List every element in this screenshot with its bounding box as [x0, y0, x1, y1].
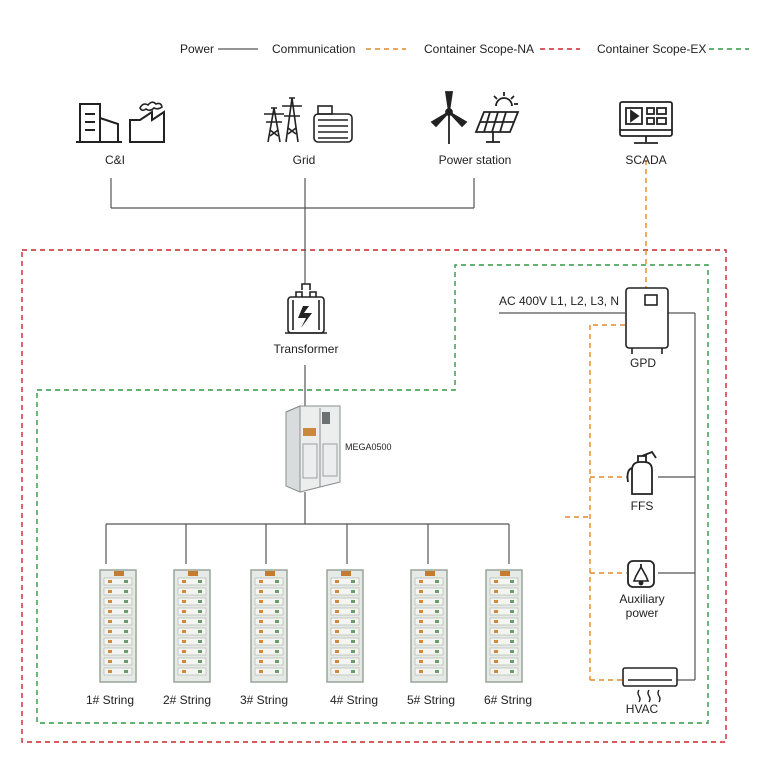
grid-icon: [264, 97, 353, 143]
container-scope-ex-boundary: [36, 264, 709, 724]
legend-power-label: Power: [180, 42, 215, 56]
container-scope-na-boundary: [21, 249, 727, 743]
communication-lines: [565, 160, 647, 681]
battery-rack-6: [485, 569, 523, 683]
scada-icon: [619, 101, 673, 144]
transformer-icon: [285, 283, 327, 334]
battery-rack-4: [326, 569, 364, 683]
ac-power-circuit: [499, 312, 696, 681]
battery-rack-2: [173, 569, 211, 683]
auxiliary-power-icon: [627, 560, 655, 588]
string-label-1: 1# String: [85, 693, 135, 707]
string-drop-lines: [105, 524, 510, 564]
gpd-label: GPD: [629, 356, 657, 370]
ffs-label: FFS: [630, 499, 654, 513]
battery-rack-1: [99, 569, 137, 683]
transformer-label: Transformer: [273, 342, 339, 356]
grid-label: Grid: [292, 153, 316, 167]
string-label-3: 3# String: [239, 693, 289, 707]
string-label-4: 4# String: [329, 693, 379, 707]
source-power-lines: [106, 178, 509, 525]
battery-rack-3: [250, 569, 288, 683]
string-label-6: 6# String: [483, 693, 533, 707]
string-label-5: 5# String: [406, 693, 456, 707]
battery-rack-5: [410, 569, 448, 683]
hvac-icon: [622, 667, 678, 703]
ci-label: C&I: [104, 153, 126, 167]
ffs-icon: [626, 450, 657, 495]
inverter-cabinet: [285, 405, 341, 493]
legend-container-ex-label: Container Scope-EX: [597, 42, 707, 56]
ac-bus-label: AC 400V L1, L2, L3, N: [499, 294, 620, 308]
battery-racks: [99, 569, 523, 683]
string-label-2: 2# String: [162, 693, 212, 707]
gpd-icon: [625, 287, 669, 354]
legend-container-na-label: Container Scope-NA: [424, 42, 535, 56]
auxiliary-power-label-line1: Auxiliary: [619, 592, 665, 606]
legend-communication-label: Communication: [272, 42, 356, 56]
power-station-label: Power station: [438, 153, 512, 167]
inverter-label: MEGA0500: [345, 442, 392, 452]
auxiliary-power-label-line2: power: [625, 606, 659, 620]
power-station-icon: [430, 91, 520, 144]
scada-label: SCADA: [625, 153, 667, 167]
ci-icon: [76, 101, 165, 143]
hvac-label: HVAC: [625, 702, 659, 716]
